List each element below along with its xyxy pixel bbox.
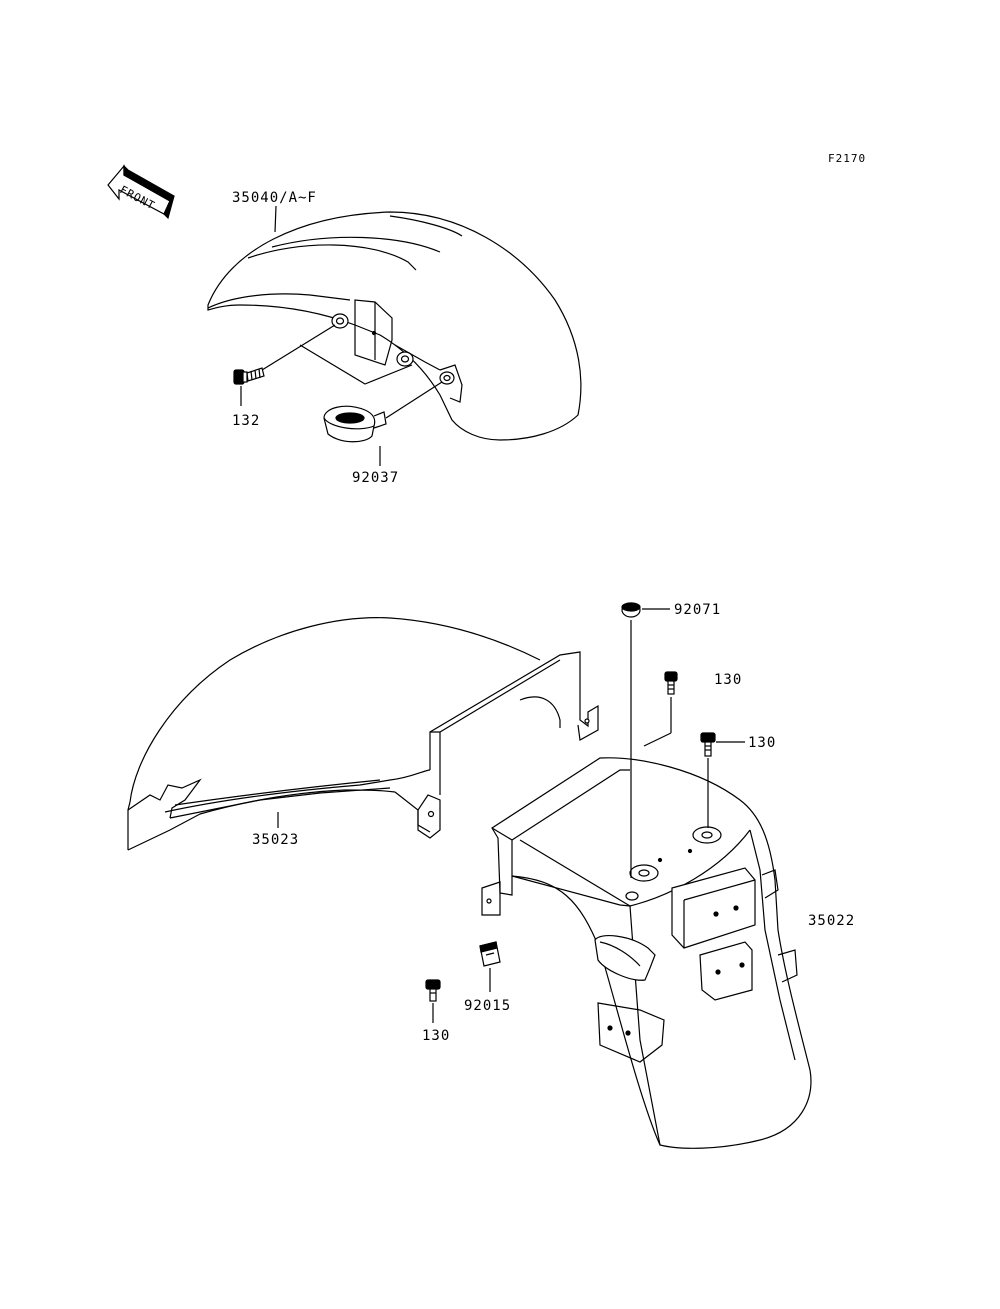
- part-label-35023: 35023: [252, 832, 299, 848]
- part-label-92015: 92015: [464, 998, 511, 1014]
- damper-92037-icon: [323, 405, 387, 443]
- part-label-35040: 35040/A~F: [232, 190, 317, 206]
- part-label-35022: 35022: [808, 913, 855, 929]
- front-fender: [207, 211, 582, 441]
- leader-bolt-130-top-path-2: [643, 732, 672, 747]
- part-label-92071: 92071: [674, 602, 721, 618]
- part-label-132: 132: [232, 413, 260, 429]
- bolt-130-bottom-icon: [425, 979, 441, 1002]
- leader-35040: [274, 205, 277, 233]
- part-label-92037: 92037: [352, 470, 399, 486]
- front-arrow-icon: FRONT: [107, 164, 175, 220]
- clip-92015-icon: [479, 941, 501, 967]
- bolt-130-top-icon: [664, 671, 678, 695]
- part-label-130-top: 130: [714, 672, 742, 688]
- bolt-130-right-icon: [700, 732, 716, 757]
- figure-code: F2170: [828, 152, 866, 165]
- leader-bolt-132-path: [261, 324, 336, 371]
- rear-fender-front: [127, 617, 599, 851]
- part-label-130-right: 130: [748, 735, 776, 751]
- rear-fender-rear: [481, 757, 812, 1149]
- bolt-132-icon: [233, 367, 265, 385]
- part-label-130-bottom: 130: [422, 1028, 450, 1044]
- cap-92071-icon: [621, 602, 641, 618]
- leader-damper-path: [385, 381, 443, 419]
